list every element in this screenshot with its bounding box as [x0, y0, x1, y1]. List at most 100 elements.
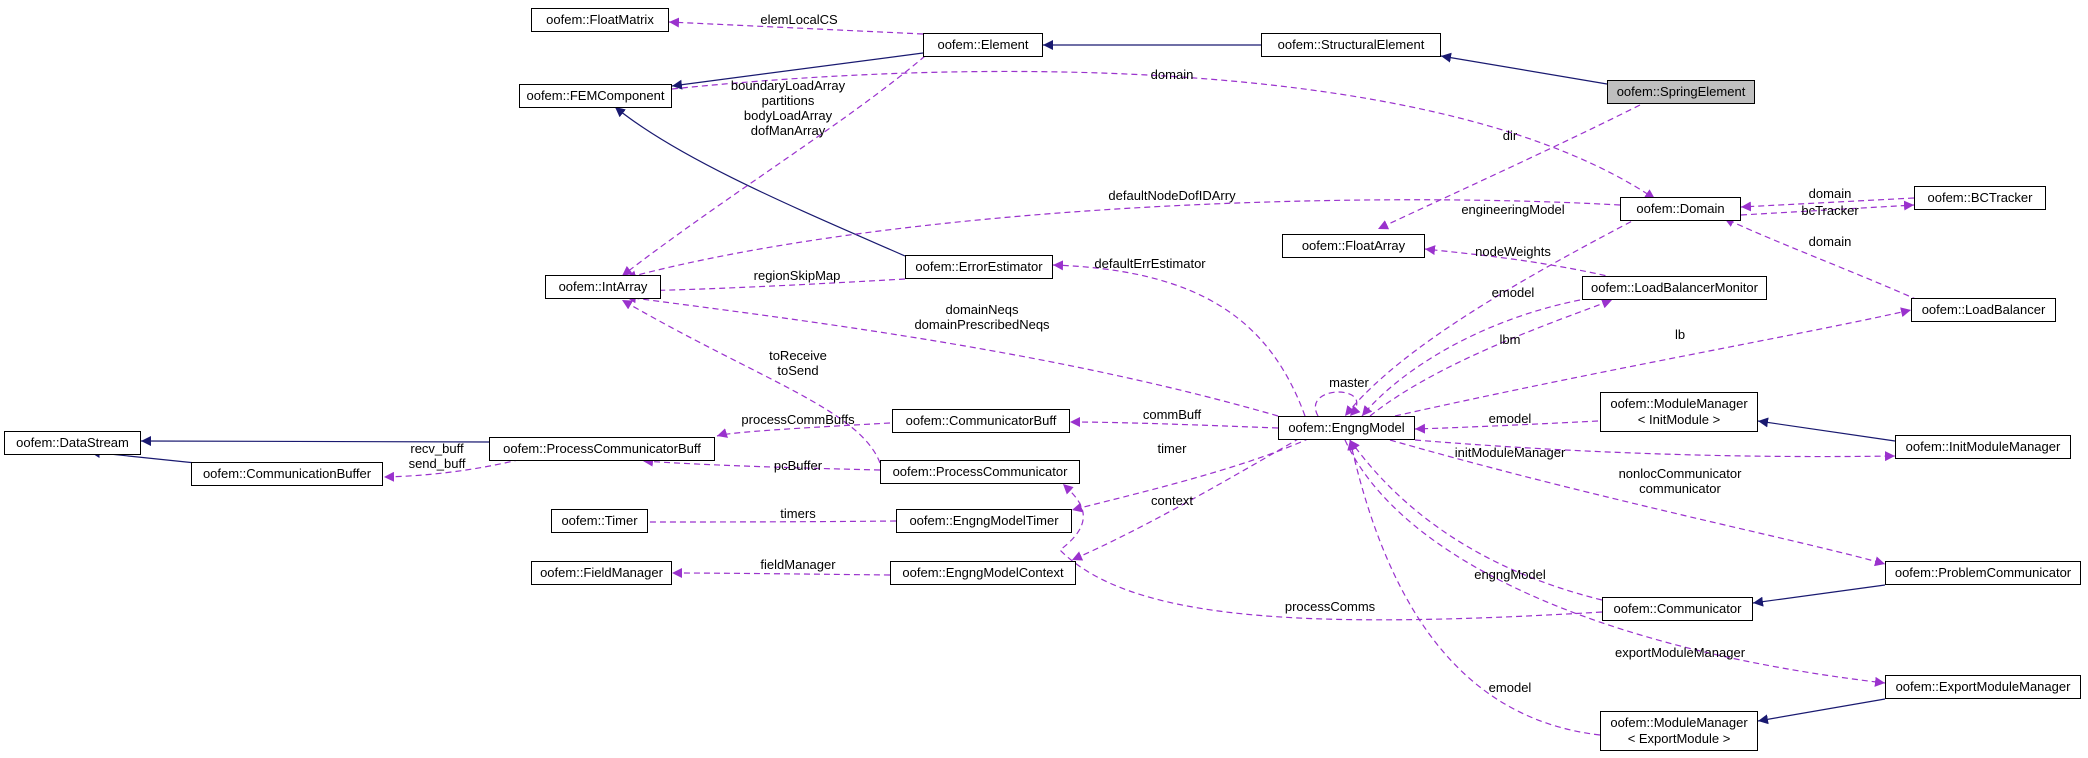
label-to-send: toSend	[777, 363, 819, 378]
label-timers: timers	[780, 506, 816, 521]
label-body-load-array: bodyLoadArray	[743, 108, 833, 123]
node-label-line2: < InitModule >	[1637, 412, 1721, 427]
node-spring-element[interactable]: oofem::SpringElement	[1607, 80, 1755, 104]
label-domain-top: domain	[1150, 67, 1194, 82]
edge-pcbuffer	[642, 456, 881, 471]
node-export-module-manager[interactable]: oofem::ExportModuleManager	[1885, 675, 2081, 699]
label-partitions: partitions	[761, 93, 815, 108]
node-engng-model[interactable]: oofem::EngngModel	[1278, 416, 1415, 440]
edge-lbm	[1369, 298, 1613, 417]
label-recv-buff: recv_buff	[410, 441, 464, 456]
edge-timers	[633, 516, 897, 527]
label-context: context	[1151, 493, 1193, 508]
edge-nonloccommunicator	[1389, 439, 1886, 567]
node-label: oofem::IntArray	[558, 279, 648, 294]
label-dof-man-array: dofManArray	[750, 123, 826, 138]
node-load-balancer[interactable]: oofem::LoadBalancer	[1911, 298, 2056, 322]
node-label: oofem::ProcessCommunicatorBuff	[503, 441, 701, 456]
edge-master	[1314, 391, 1361, 417]
node-float-array[interactable]: oofem::FloatArray	[1282, 234, 1425, 258]
node-label: oofem::CommunicationBuffer	[202, 466, 372, 481]
edge-emodel-lbm	[1361, 299, 1581, 417]
label-master: master	[1329, 375, 1369, 390]
node-float-matrix[interactable]: oofem::FloatMatrix	[531, 8, 669, 32]
node-module-manager-init[interactable]: oofem::ModuleManager< InitModule >	[1600, 392, 1758, 432]
label-process-comms: processComms	[1284, 599, 1376, 614]
label-emodel-init: emodel	[1488, 411, 1532, 426]
edge-emodel-export	[1347, 439, 1601, 736]
label-timer: timer	[1157, 441, 1187, 456]
node-engng-model-context[interactable]: oofem::EngngModelContext	[890, 561, 1076, 585]
label-field-manager: fieldManager	[760, 557, 836, 572]
edge-fieldmanager	[671, 568, 891, 579]
node-label-line1: oofem::ModuleManager	[1610, 715, 1748, 730]
label-lb-domain: domain	[1808, 234, 1852, 249]
edge-lb	[1394, 307, 1912, 417]
node-label: oofem::DataStream	[16, 435, 129, 450]
node-communicator[interactable]: oofem::Communicator	[1602, 597, 1753, 621]
node-int-array[interactable]: oofem::IntArray	[545, 275, 661, 299]
node-communication-buffer[interactable]: oofem::CommunicationBuffer	[191, 462, 383, 486]
node-fem-component[interactable]: oofem::FEMComponent	[519, 84, 672, 108]
node-label: oofem::BCTracker	[1927, 190, 2033, 205]
edge-recvbuff	[383, 456, 531, 482]
label-boundary-load-array: boundaryLoadArray	[730, 78, 846, 93]
label-region-skip-map: regionSkipMap	[753, 268, 841, 283]
node-label: oofem::ProblemCommunicator	[1894, 565, 2072, 580]
node-label: oofem::EngngModelContext	[902, 565, 1064, 580]
node-error-estimator[interactable]: oofem::ErrorEstimator	[905, 255, 1053, 279]
node-process-communicator-buff[interactable]: oofem::ProcessCommunicatorBuff	[489, 437, 715, 461]
label-process-comm-buffs: processCommBuffs	[741, 412, 855, 427]
edge-problemcomm-to-communicator	[1752, 584, 1886, 607]
node-domain[interactable]: oofem::Domain	[1620, 197, 1741, 221]
label-init-module-manager: initModuleManager	[1454, 445, 1566, 460]
edge-femcomponent-to-intarray	[621, 55, 926, 277]
node-label: oofem::FieldManager	[540, 565, 663, 580]
edge-context	[1071, 437, 1301, 561]
node-engng-model-timer[interactable]: oofem::EngngModelTimer	[896, 509, 1072, 533]
node-timer[interactable]: oofem::Timer	[551, 509, 648, 533]
edge-bctracker-from-domain	[1740, 200, 1915, 216]
node-problem-communicator[interactable]: oofem::ProblemCommunicator	[1885, 561, 2081, 585]
node-communicator-buff[interactable]: oofem::CommunicatorBuff	[892, 409, 1070, 433]
label-comm-buff: commBuff	[1142, 407, 1202, 422]
label-emodel-lbm: emodel	[1491, 285, 1535, 300]
node-element[interactable]: oofem::Element	[923, 33, 1043, 57]
node-label: oofem::Element	[937, 37, 1029, 52]
edge-exportmm-to-modulemanager	[1757, 698, 1886, 725]
label-engng-model: engngModel	[1474, 567, 1546, 582]
edge-toreceive	[621, 299, 881, 464]
node-data-stream[interactable]: oofem::DataStream	[4, 431, 141, 455]
edge-domain-from-loadbalancer	[1723, 217, 1919, 301]
label-domain-prescribed-neqs: domainPrescribedNeqs	[914, 317, 1050, 332]
node-label: oofem::ProcessCommunicator	[892, 464, 1068, 479]
node-process-communicator[interactable]: oofem::ProcessCommunicator	[880, 460, 1080, 484]
label-emodel-export: emodel	[1488, 680, 1532, 695]
node-label: oofem::InitModuleManager	[1905, 439, 2061, 454]
label-send-buff: send_buff	[408, 456, 466, 471]
node-label: oofem::FloatMatrix	[546, 12, 654, 27]
node-module-manager-export[interactable]: oofem::ModuleManager< ExportModule >	[1600, 711, 1758, 751]
node-label: oofem::EngngModelTimer	[909, 513, 1059, 528]
edge-exportmodulemanager	[1344, 439, 1886, 687]
node-structural-element[interactable]: oofem::StructuralElement	[1261, 33, 1441, 57]
node-bc-tracker[interactable]: oofem::BCTracker	[1914, 186, 2046, 210]
label-default-node-dof-id-arry: defaultNodeDofIDArry	[1108, 188, 1236, 203]
label-lbm: lbm	[1499, 332, 1521, 347]
node-label: oofem::FloatArray	[1301, 238, 1406, 253]
edge-processcomms	[1059, 483, 1603, 621]
label-pc-buffer: pcBuffer	[773, 458, 823, 473]
node-label: oofem::Communicator	[1613, 601, 1742, 616]
edge-spring-to-structural	[1440, 52, 1608, 85]
node-label: oofem::SpringElement	[1616, 84, 1746, 99]
label-to-receive: toReceive	[769, 348, 827, 363]
edge-pcbuff-to-datastream	[140, 436, 490, 447]
label-dir: dir	[1502, 128, 1518, 143]
edge-domain-from-femcomponent	[671, 70, 1656, 200]
node-field-manager[interactable]: oofem::FieldManager	[531, 561, 672, 585]
edge-engngmodel-from-communicator	[1349, 439, 1603, 601]
node-label: oofem::Domain	[1636, 201, 1725, 216]
node-init-module-manager[interactable]: oofem::InitModuleManager	[1895, 435, 2071, 459]
node-label: oofem::ErrorEstimator	[915, 259, 1043, 274]
node-load-balancer-monitor[interactable]: oofem::LoadBalancerMonitor	[1582, 276, 1767, 300]
